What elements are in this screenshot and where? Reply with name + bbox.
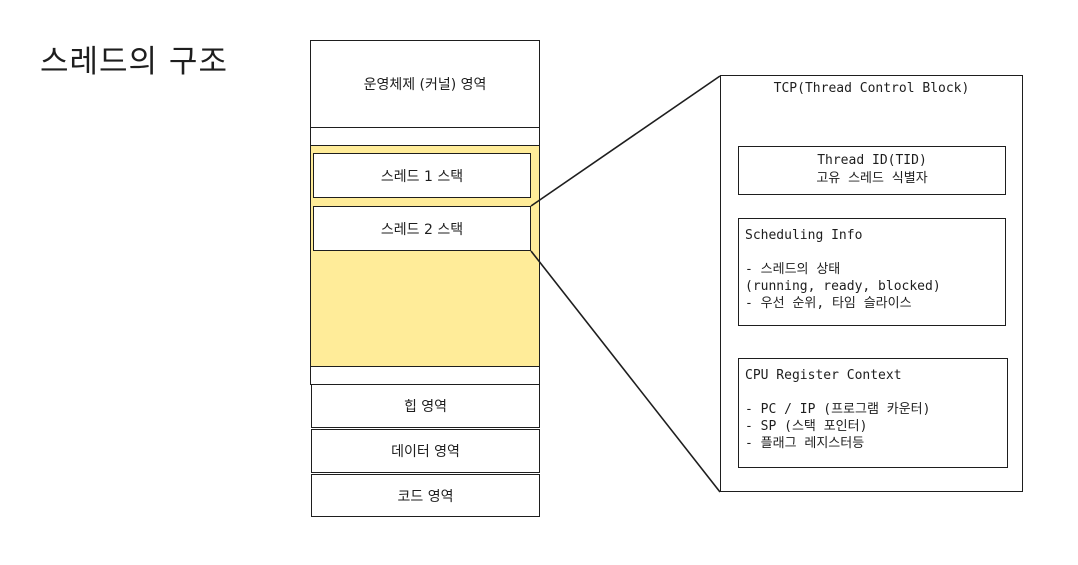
scheduling-line-states: (running, ready, blocked) [745,279,941,294]
scheduling-heading: Scheduling Info [745,228,863,243]
diagram-title: 스레드의 구조 [40,44,228,80]
thread-id-desc: 고유 스레드 식별자 [816,171,928,186]
heap-area-box: 힙 영역 [311,384,540,428]
thread2-stack-label: 스레드 2 스택 [380,221,464,238]
data-area-box: 데이터 영역 [311,429,540,473]
scheduling-info-box: Scheduling Info - 스레드의 상태 (running, read… [738,218,1006,326]
os-area-label: 운영체제 (커널) 영역 [363,77,487,93]
register-context-box: CPU Register Context - PC / IP (프로그램 카운터… [738,358,1008,468]
connector-bottom-line [530,250,721,493]
thread1-stack-box: 스레드 1 스택 [313,153,531,198]
register-line-sp: - SP (스택 포인터) [745,419,868,434]
connector-top-line [530,75,721,207]
thread-id-label: Thread ID(TID) [817,153,927,168]
data-area-label: 데이터 영역 [391,444,460,460]
thread-id-box: Thread ID(TID) 고유 스레드 식별자 [738,146,1006,195]
tcb-title: TCP(Thread Control Block) [773,81,970,96]
register-heading: CPU Register Context [745,368,902,383]
register-line-pc: - PC / IP (프로그램 카운터) [745,402,931,417]
code-area-box: 코드 영역 [311,474,540,517]
register-line-flags: - 플래그 레지스터등 [745,436,865,451]
os-area-box: 운영체제 (커널) 영역 [310,40,540,128]
scheduling-line-state: - 스레드의 상태 [745,262,841,277]
thread2-stack-box: 스레드 2 스택 [313,206,531,251]
heap-area-label: 힙 영역 [403,399,448,415]
scheduling-line-priority: - 우선 순위, 타임 슬라이스 [745,296,912,311]
thread1-stack-label: 스레드 1 스택 [380,168,464,185]
code-area-label: 코드 영역 [397,488,454,505]
